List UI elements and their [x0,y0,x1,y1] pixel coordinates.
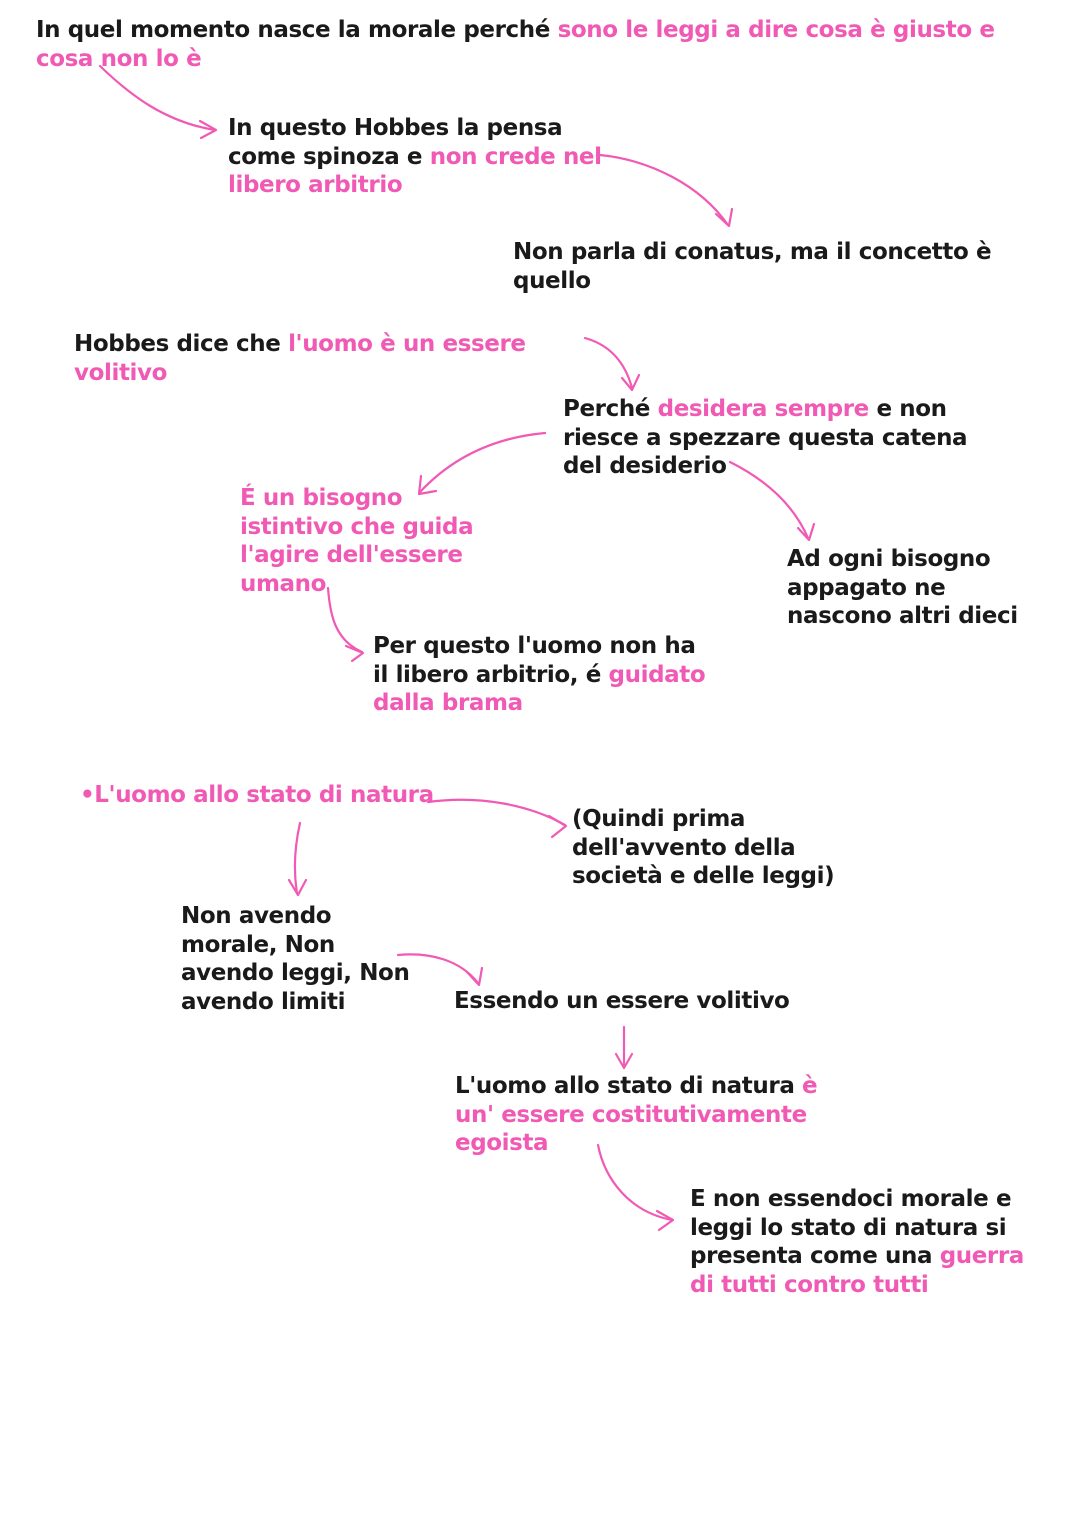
note-desidera-text: Perché [563,396,658,422]
arrow-stato-to-quindi [426,798,567,827]
note-arbitrio: Per questo l'uomo non ha il libero arbit… [373,632,708,718]
note-desidera-text-end: e non riesce a spezzare questa catena de… [563,396,968,479]
note-dieci-text: Ad ogni bisogno appagato ne nascono altr… [787,546,1018,629]
arrow-spinoza-to-conatus-head [714,207,734,228]
arrow-bisogno-to-arbitrio-head [344,644,365,663]
note-arbitrio-highlight: guidato dalla brama [373,661,706,717]
note-bisogno-text: É un bisogno istintivo che guida l'agire… [240,485,474,597]
note-stato-natura: •L'uomo allo stato di natura [80,781,440,810]
note-morale: In quel momento nasce la morale perché s… [36,16,1051,73]
arrow-essendo-to-egoista-head [614,1052,634,1070]
note-volitivo-text: Hobbes dice che [74,331,289,357]
note-egoista-highlight: è un' essere costitutivamente egoista [455,1073,818,1156]
note-desidera: Perché desidera sempre e non riesce a sp… [563,395,973,481]
note-essendo: Essendo un essere volitivo [454,987,854,1016]
note-egoista-text: L'uomo allo stato di natura [455,1073,803,1099]
arrow-nonavendo-to-essendo-head [465,966,484,987]
note-morale-text: In quel momento nasce la morale perché [36,17,558,43]
arrow-morale-to-spinoza-head [198,119,218,140]
note-guerra-highlight: guerra di tutti contro tutti [690,1243,1024,1298]
note-spinoza-text: In questo Hobbes la pensa come spinoza e [228,115,563,170]
note-spinoza: In questo Hobbes la pensa come spinoza e… [228,114,623,200]
note-essendo-text: Essendo un essere volitivo [454,988,790,1014]
arrow-morale-to-spinoza [98,64,217,132]
note-conatus-text: Non parla di conatus, ma il concetto è q… [513,239,992,294]
note-egoista: L'uomo allo stato di natura è un' essere… [455,1072,820,1158]
note-desidera-highlight: desidera sempre [657,396,870,422]
arrow-stato-to-nonavendo [293,821,302,895]
arrow-stato-to-nonavendo-head [287,878,308,897]
note-quindi-text: (Quindi prima dell'avvento della società… [572,806,835,889]
note-spinoza-highlight: non crede nel libero arbitrio [228,143,602,199]
note-guerra: E non essendoci morale e leggi lo stato … [690,1185,1030,1299]
note-guerra-text: E non essendoci morale e leggi lo stato … [690,1186,1012,1269]
note-non-avendo: Non avendo morale, Non avendo leggi, Non… [181,902,421,1016]
note-non-avendo-text: Non avendo morale, Non avendo leggi, Non… [181,903,410,1015]
note-arbitrio-text: Per questo l'uomo non ha il libero arbit… [373,633,696,688]
note-conatus: Non parla di conatus, ma il concetto è q… [513,238,1053,295]
note-quindi: (Quindi prima dell'avvento della società… [572,805,892,891]
arrow-stato-to-quindi-head [547,814,568,839]
note-bisogno: É un bisogno istintivo che guida l'agire… [240,484,478,598]
arrow-egoista-to-guerra-head [655,1209,675,1232]
note-stato-natura-text: •L'uomo allo stato di natura [80,782,434,808]
note-dieci: Ad ogni bisogno appagato ne nascono altr… [787,545,1027,631]
note-morale-highlight: sono le leggi a dire cosa è giusto e cos… [36,17,995,72]
arrow-volitivo-to-desidera-head [620,373,641,392]
arrow-desidera-to-dieci-head [796,522,816,542]
note-volitivo-highlight: l'uomo è un essere volitivo [74,331,526,386]
note-volitivo: Hobbes dice che l'uomo è un essere volit… [74,330,594,387]
